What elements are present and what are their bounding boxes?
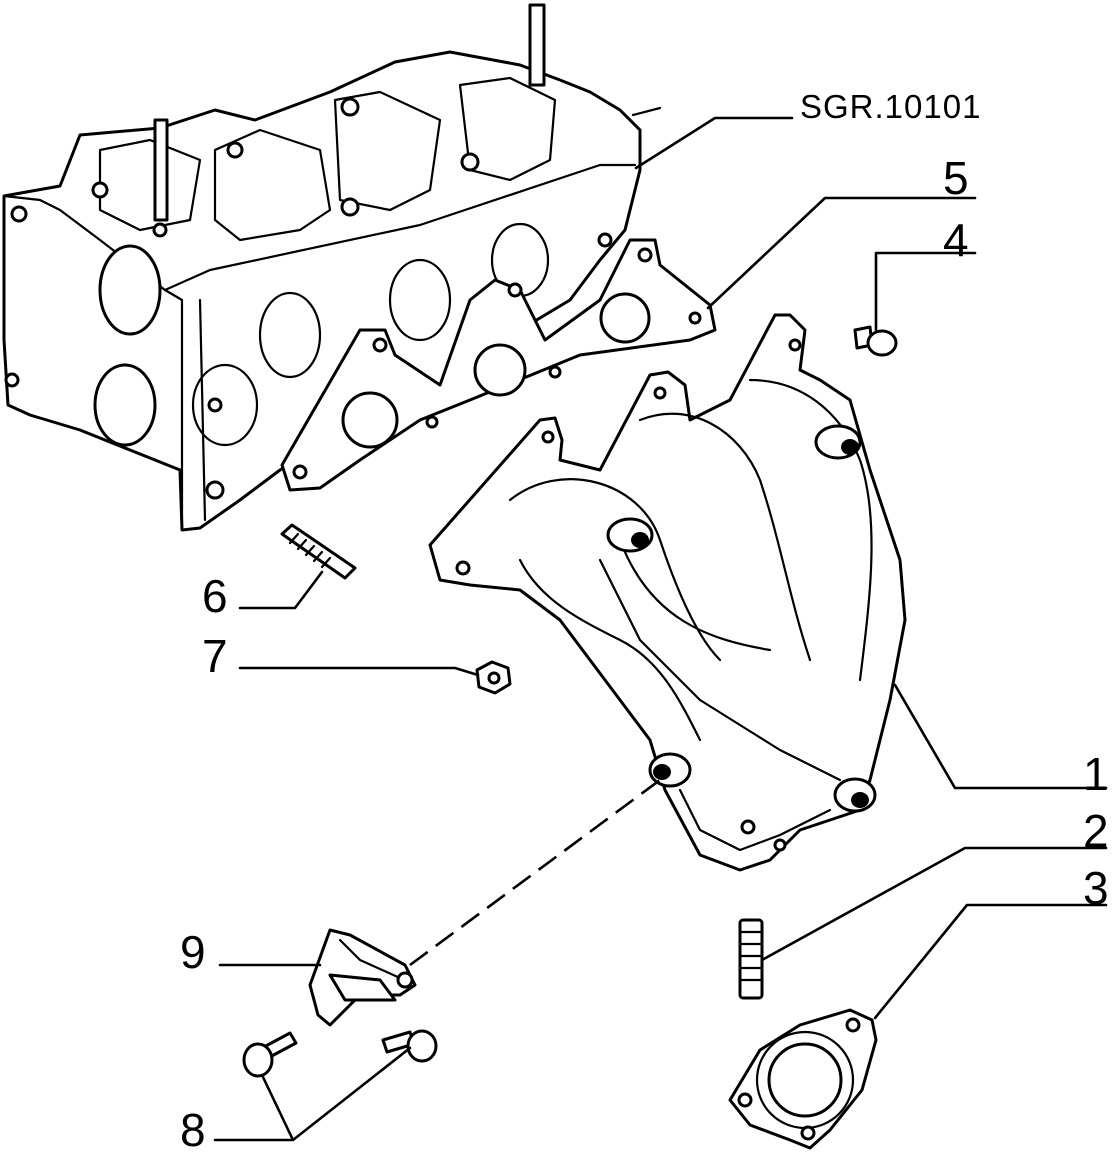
leader-2 [760, 846, 1108, 962]
exhaust-manifold [428, 313, 907, 872]
stud-part-2 [738, 918, 764, 1000]
bracket-part-9 [308, 928, 417, 1027]
callout-1: 1 [1083, 748, 1109, 800]
leader-3 [873, 903, 1108, 1020]
leader-5 [706, 196, 977, 310]
leader-1 [893, 683, 1108, 790]
outlet-gasket-part-3 [728, 1008, 878, 1150]
callout-2: 2 [1083, 805, 1109, 857]
reference-code: SGR.10101 [800, 88, 981, 125]
cylinder-head [2, 3, 662, 532]
callout-9: 9 [180, 926, 206, 978]
callout-5: 5 [943, 152, 969, 204]
leader-8 [213, 1046, 412, 1142]
dashed-assembly-line [409, 778, 661, 967]
callout-8: 8 [180, 1104, 206, 1153]
leader-4 [874, 251, 977, 332]
nut-part-7 [475, 660, 512, 695]
leader-6 [238, 570, 324, 610]
bolts-part-8 [242, 1029, 438, 1078]
stud-part-6 [280, 523, 357, 580]
leader-ref [634, 116, 794, 170]
callout-6: 6 [202, 570, 228, 622]
bolt-part-4 [853, 325, 898, 357]
callout-7: 7 [202, 630, 228, 682]
callout-3: 3 [1083, 862, 1109, 914]
manifold-gasket [280, 238, 717, 492]
callout-4: 4 [943, 214, 969, 266]
leader-7 [238, 666, 480, 677]
